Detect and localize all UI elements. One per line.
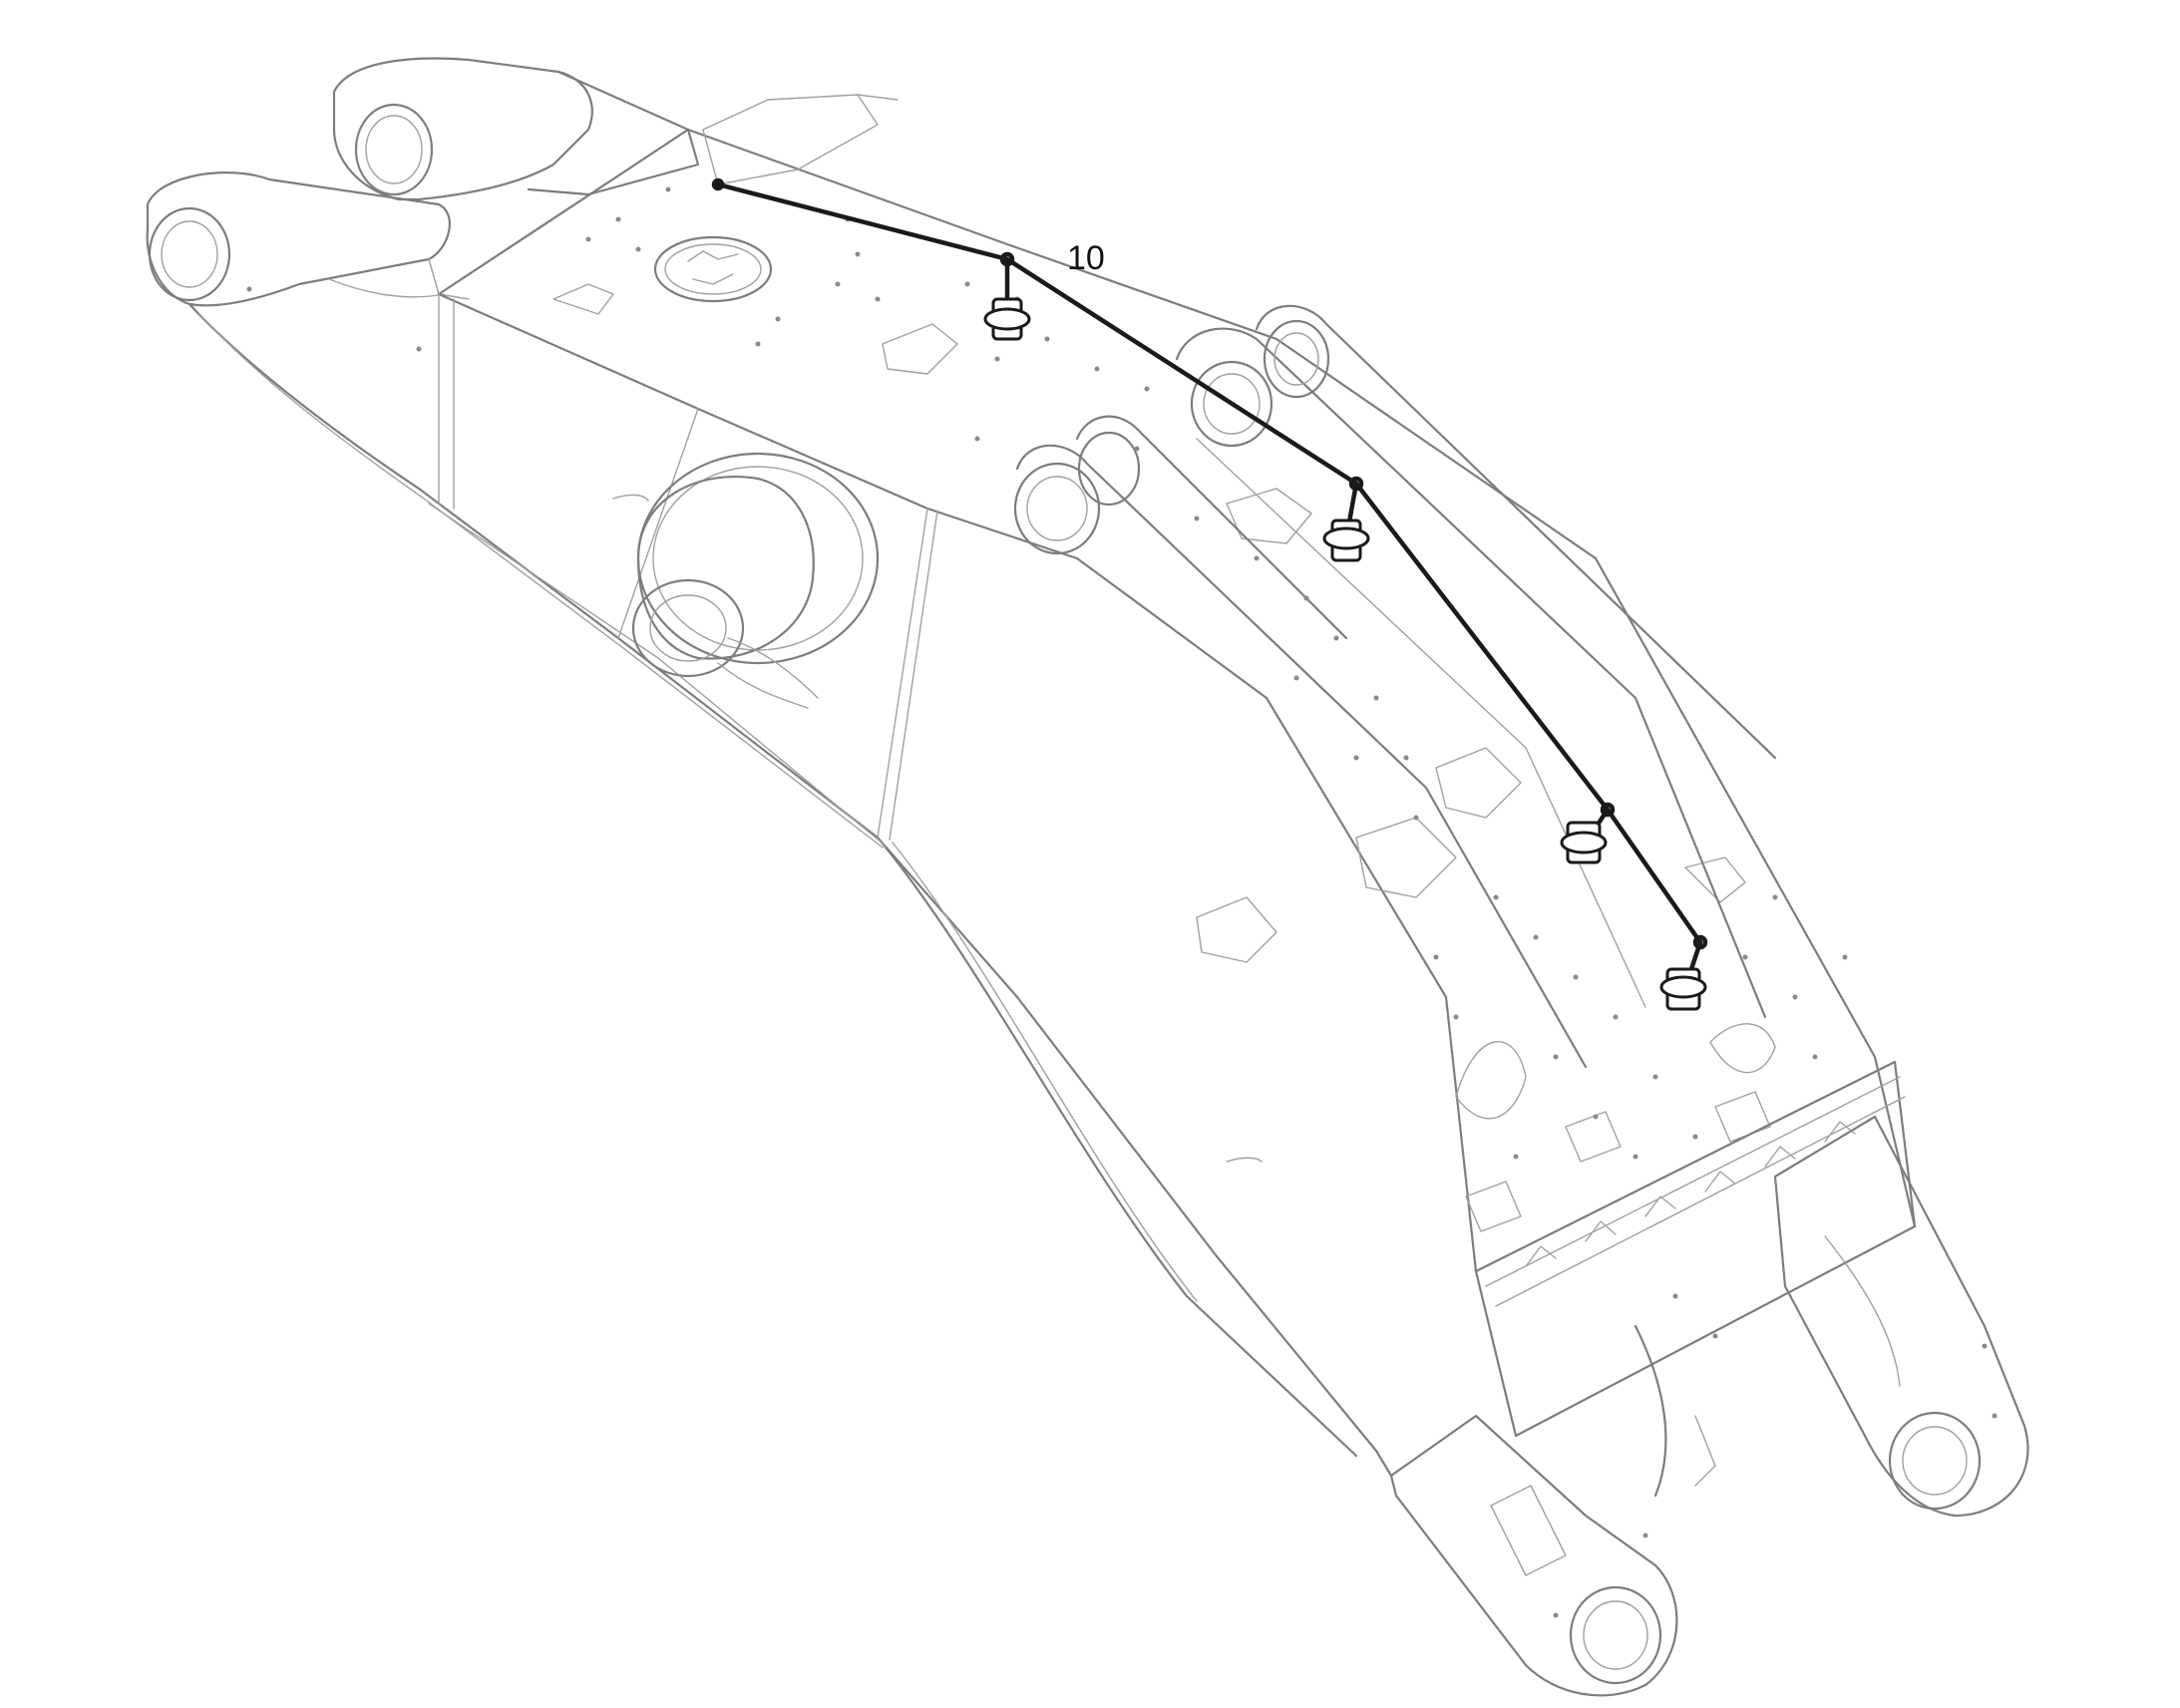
boom-foot [146,57,700,307]
top-plate-details [552,94,1776,1232]
line-clamp-2 [1322,518,1370,562]
line-routing [711,177,1708,1011]
boom-body [187,128,1917,1478]
arm-cylinder-towers [1013,304,1777,1069]
bolt-holes [246,186,1998,1618]
boom-nose [1389,1060,2029,1697]
line-clamp-3 [1560,821,1608,864]
line-clamp-4 [1659,967,1707,1011]
callout-label: 10 [1067,239,1105,277]
line-clamp-1 [983,297,1031,341]
boom-cylinder-boss [631,452,880,709]
